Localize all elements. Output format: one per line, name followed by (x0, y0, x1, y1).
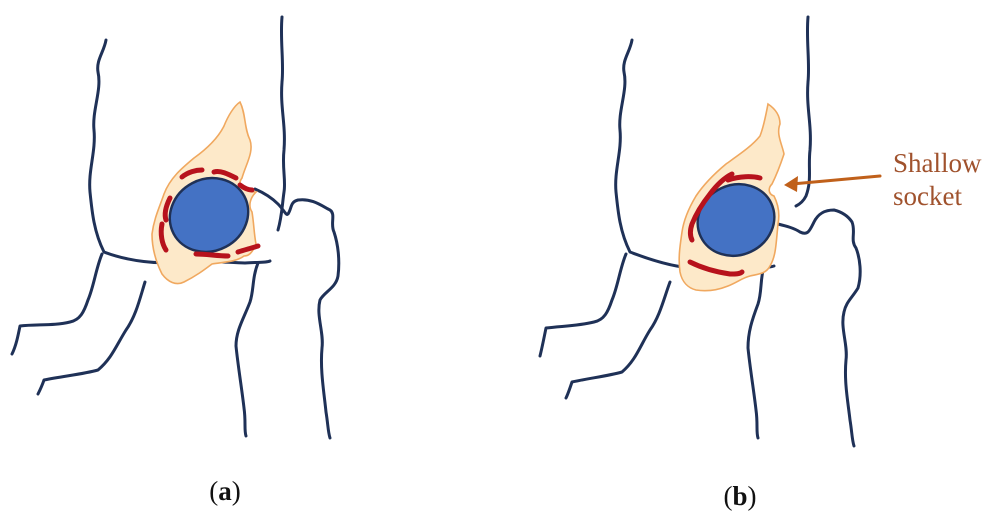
panel-letter-b: b (732, 481, 747, 511)
shallow-socket-arrow (784, 176, 880, 192)
panel-a (12, 17, 339, 438)
panel-label-a: (a) (209, 476, 241, 506)
panel-label-b: (b) (723, 481, 756, 511)
panel-letter-a: a (218, 476, 232, 506)
panel-b (540, 17, 880, 446)
annotation-socket: socket (893, 181, 962, 211)
annotation-shallow: Shallow (893, 148, 982, 178)
